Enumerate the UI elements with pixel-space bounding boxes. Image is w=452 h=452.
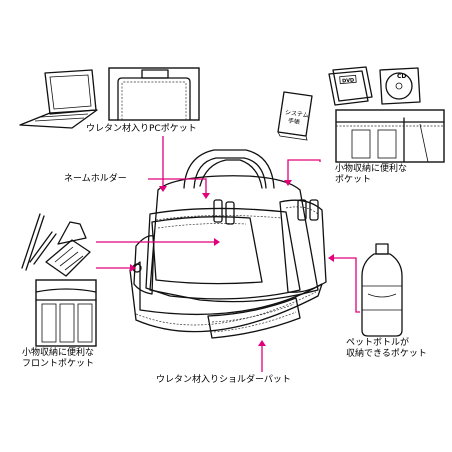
laptop-illustration <box>19 69 98 129</box>
label-bottle-pocket-line1: ペットボトルが <box>346 338 410 348</box>
label-small-items-front-line1: 小物収納に便利な <box>22 348 95 358</box>
organizer-book-illustration: システム 手帳 <box>277 91 313 141</box>
label-small-items-right-line2: ポケット <box>335 175 372 185</box>
pens-phone-illustration <box>21 213 91 277</box>
label-small-items-front-line2: フロントポケット <box>22 359 95 369</box>
label-pc-pocket: ウレタン材入りPCポケット <box>86 124 197 134</box>
bag-illustration <box>129 149 327 339</box>
label-shoulder-pad: ウレタン材入りショルダーパット <box>156 375 291 385</box>
pointer-bottle-pocket <box>334 257 360 313</box>
label-small-items-front: 小物収納に便利な フロントポケット <box>22 348 94 370</box>
dvd-label: DVD <box>342 77 355 84</box>
label-bottle-pocket-line2: 収納できるポケット <box>346 349 427 359</box>
book-title-line2: 手帳 <box>287 116 300 126</box>
label-bottle-pocket: ペットボトルが 収納できるポケット <box>346 338 427 360</box>
dvd-cd-illustration: DVD CD <box>328 66 421 106</box>
label-small-items-right: 小物収納に便利な ポケット <box>335 164 407 186</box>
pointer-small-items-right <box>287 159 321 180</box>
label-small-items-right-line1: 小物収納に便利な <box>335 164 408 174</box>
pet-bottle-illustration <box>361 243 403 337</box>
front-pocket-inset <box>35 279 97 347</box>
label-name-holder: ネームホルダー <box>64 174 127 184</box>
pc-pocket-inset <box>108 67 200 121</box>
pointer-name-holder <box>148 178 207 194</box>
pointer-lines <box>96 136 360 372</box>
cd-label: CD <box>397 73 406 80</box>
book-title-line1: システム <box>285 109 310 119</box>
small-items-pocket-inset <box>335 109 445 163</box>
